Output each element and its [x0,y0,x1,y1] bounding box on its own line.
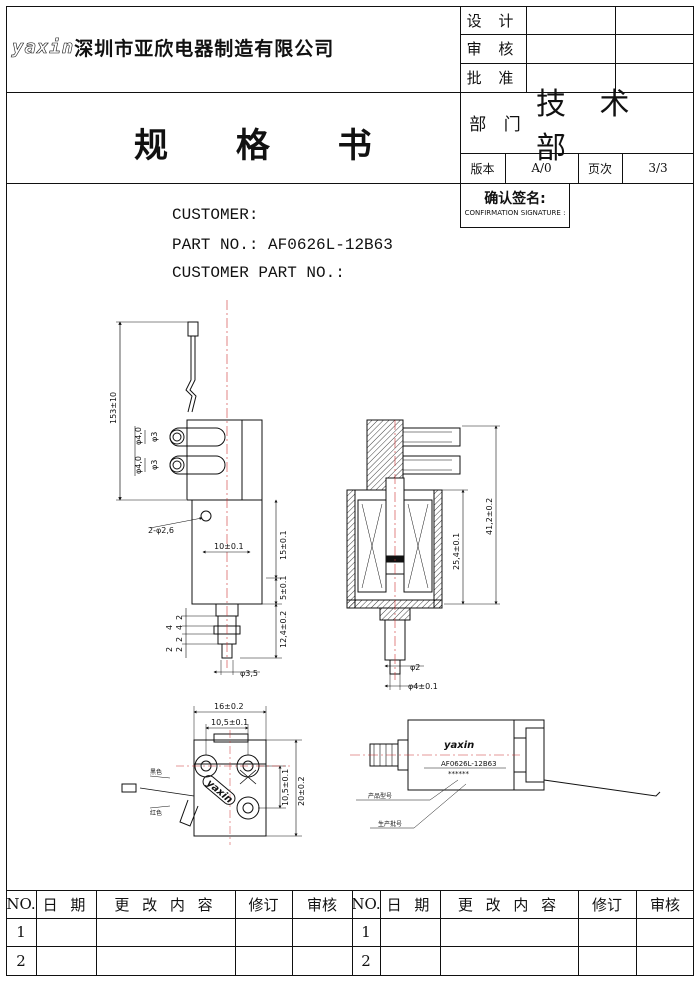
dim-153: 153±10 [109,392,118,424]
dim-phi3b: φ3 [150,460,159,470]
dim-15: 15±0.1 [279,530,288,560]
rev-row-1-no-right: 1 [361,923,371,941]
rev-header-revise-right: 修订 [591,895,622,914]
customer-part-line: CUSTOMER PART NO.: [172,264,345,282]
product-model-note: 产品型号 [368,792,392,800]
side-view [350,719,661,829]
dim-10: 10±0.1 [214,542,244,551]
confirmation-label: 确认签名: [484,191,546,207]
page-label: 页次 [587,161,612,176]
document-title: 规 格 书 [134,126,400,166]
dim-16: 16±0.2 [214,702,244,711]
rev-header-review-left: 审核 [306,895,337,914]
dim-hole: 2-φ2,6 [148,526,174,535]
label-logo: yaxin [444,740,474,751]
rev-header-revise-left: 修订 [248,895,279,914]
confirmation-signature-box[interactable]: 确认签名: CONFIRMATION SIGNATURE : [460,183,570,228]
approval-review-label: 审 核 [466,40,520,58]
rev-row-1-no-left: 1 [16,923,26,941]
version-label: 版本 [470,161,495,176]
rev-header-content-right: 更 改 内 容 [457,895,561,914]
dim-12-4: 12,4±0.2 [279,611,288,648]
rev-header-date-left: 日 期 [42,895,90,914]
dim-4: 4 [175,625,184,630]
drawing-frame [6,6,694,976]
customer-part-label: CUSTOMER PART NO.: [172,264,345,282]
dim-phi3-5: φ3,5 [240,669,258,678]
approval-approve-label: 批 准 [466,69,520,87]
rev-header-no-left: NO. [6,895,36,913]
part-no-label: PART NO.: [172,236,259,254]
company-name: 深圳市亚欣电器制造有限公司 [74,37,335,60]
page-value: 3/3 [648,161,668,175]
dim-10-5v: 10,5±0.1 [281,769,290,806]
company-logo: yaxin [12,36,75,59]
rev-header-no-right: NO. [351,895,381,913]
dim-41-2: 41,2±0.2 [485,498,494,535]
department-label: 部 门 [469,115,527,135]
dim-5: 5±0.1 [279,575,288,600]
dim-10-5: 10,5±0.1 [211,718,248,727]
section-view [346,419,500,690]
rev-header-review-right: 审核 [649,895,680,914]
rev-row-2-no-right: 2 [361,952,371,970]
bottom-view [121,706,302,845]
approval-design-label: 设 计 [466,11,520,30]
dim-2a: 2 [175,615,184,620]
dim-phi2: φ2 [410,663,420,672]
confirmation-label-en: CONFIRMATION SIGNATURE : [464,209,566,217]
customer-line: CUSTOMER: [172,206,258,224]
dim-25-4: 25,4±0.1 [452,533,461,570]
dim-phi40b: φ4,0 [134,456,143,474]
part-no-value: AF0626L-12B63 [268,236,393,254]
label-stars: ****** [448,770,470,778]
dim-phi4: φ4±0.1 [408,682,438,691]
dim-phi40a: φ4,0 [134,427,143,445]
dim-4b: 4 [165,625,174,630]
customer-label: CUSTOMER: [172,206,259,224]
wire-black-label: 黑色 [150,768,162,776]
label-part-number: AF0626L-12B63 [441,760,497,768]
dim-20: 20±0.2 [297,776,306,806]
rev-row-2-no-left: 2 [16,952,26,970]
rev-header-date-right: 日 期 [386,895,434,914]
rev-header-content-left: 更 改 内 容 [114,895,217,914]
dim-phi3a: φ3 [150,432,159,442]
dim-2d: 2 [165,647,174,652]
version-value: A/0 [531,161,552,175]
part-no-line: PART NO.: AF0626L-12B63 [172,236,393,254]
dim-2c: 2 [175,647,184,652]
wire-red-label: 红色 [150,809,162,817]
dim-2b: 2 [175,637,184,642]
front-view [116,300,282,675]
batch-no-note: 生产批号 [378,820,402,828]
company-header: yaxin 深圳市亚欣电器制造有限公司 [12,34,334,60]
